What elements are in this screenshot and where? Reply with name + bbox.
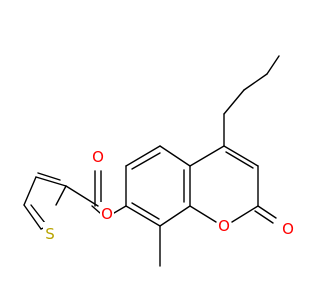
molecule-structure: O O O O S: [23, 55, 295, 267]
sulfur-label-group: S: [43, 222, 57, 243]
ring-bond-o1-c8a: [189, 205, 217, 223]
benzene-bond-2: [125, 145, 161, 167]
ring-bond-c4-c3: [223, 145, 259, 167]
benzene-bond-4: [125, 205, 161, 227]
carbonyl-oxygen-label-group: O: [91, 146, 105, 166]
thiophene-bond-2-inner: [37, 172, 61, 181]
butyl-bond-2: [223, 89, 245, 115]
ester-oxygen-label-group: O: [100, 202, 114, 223]
ester-bond-o-c: [91, 205, 101, 214]
ring-bond-c4a-c4: [189, 145, 225, 167]
sulfur-label: S: [45, 225, 55, 243]
ester-oxygen-label: O: [101, 205, 113, 223]
benzene-bond-5: [159, 205, 191, 227]
butyl-bond-3: [243, 73, 268, 91]
thiophene-bond-2: [35, 176, 67, 187]
lactone-oxygen-label-group: O: [281, 218, 295, 238]
thiophene-bond-4: [23, 204, 42, 230]
carbonyl-oxygen-label: O: [92, 148, 104, 166]
thiophene-bond-1: [55, 185, 67, 206]
carbonyl-bond-1: [257, 205, 277, 219]
ring-bond-c2-o1: [231, 205, 259, 223]
lactone-oxygen-label: O: [282, 220, 294, 238]
ring-oxygen-label-group: O: [217, 214, 231, 235]
bonds: [23, 55, 280, 267]
ring-oxygen-label: O: [218, 217, 230, 235]
molecule-canvas: O O O O S: [23, 55, 295, 267]
benzene-bond-4-inner: [131, 202, 160, 220]
ring-bond-c4-c3-inner: [225, 151, 254, 169]
ester-bond-aryl-o: [113, 205, 127, 214]
ester-bond-c-thiophene: [65, 185, 99, 207]
atom-labels: O O O O S: [43, 146, 295, 243]
thiophene-bond-3: [23, 176, 37, 206]
carbonyl-bond-2: [254, 210, 274, 224]
benzene-bond-2-inner: [131, 152, 161, 170]
butyl-bond-4: [266, 55, 280, 75]
benzene-bond-1: [159, 145, 191, 167]
thiophene-bond-4-inner: [30, 204, 46, 224]
